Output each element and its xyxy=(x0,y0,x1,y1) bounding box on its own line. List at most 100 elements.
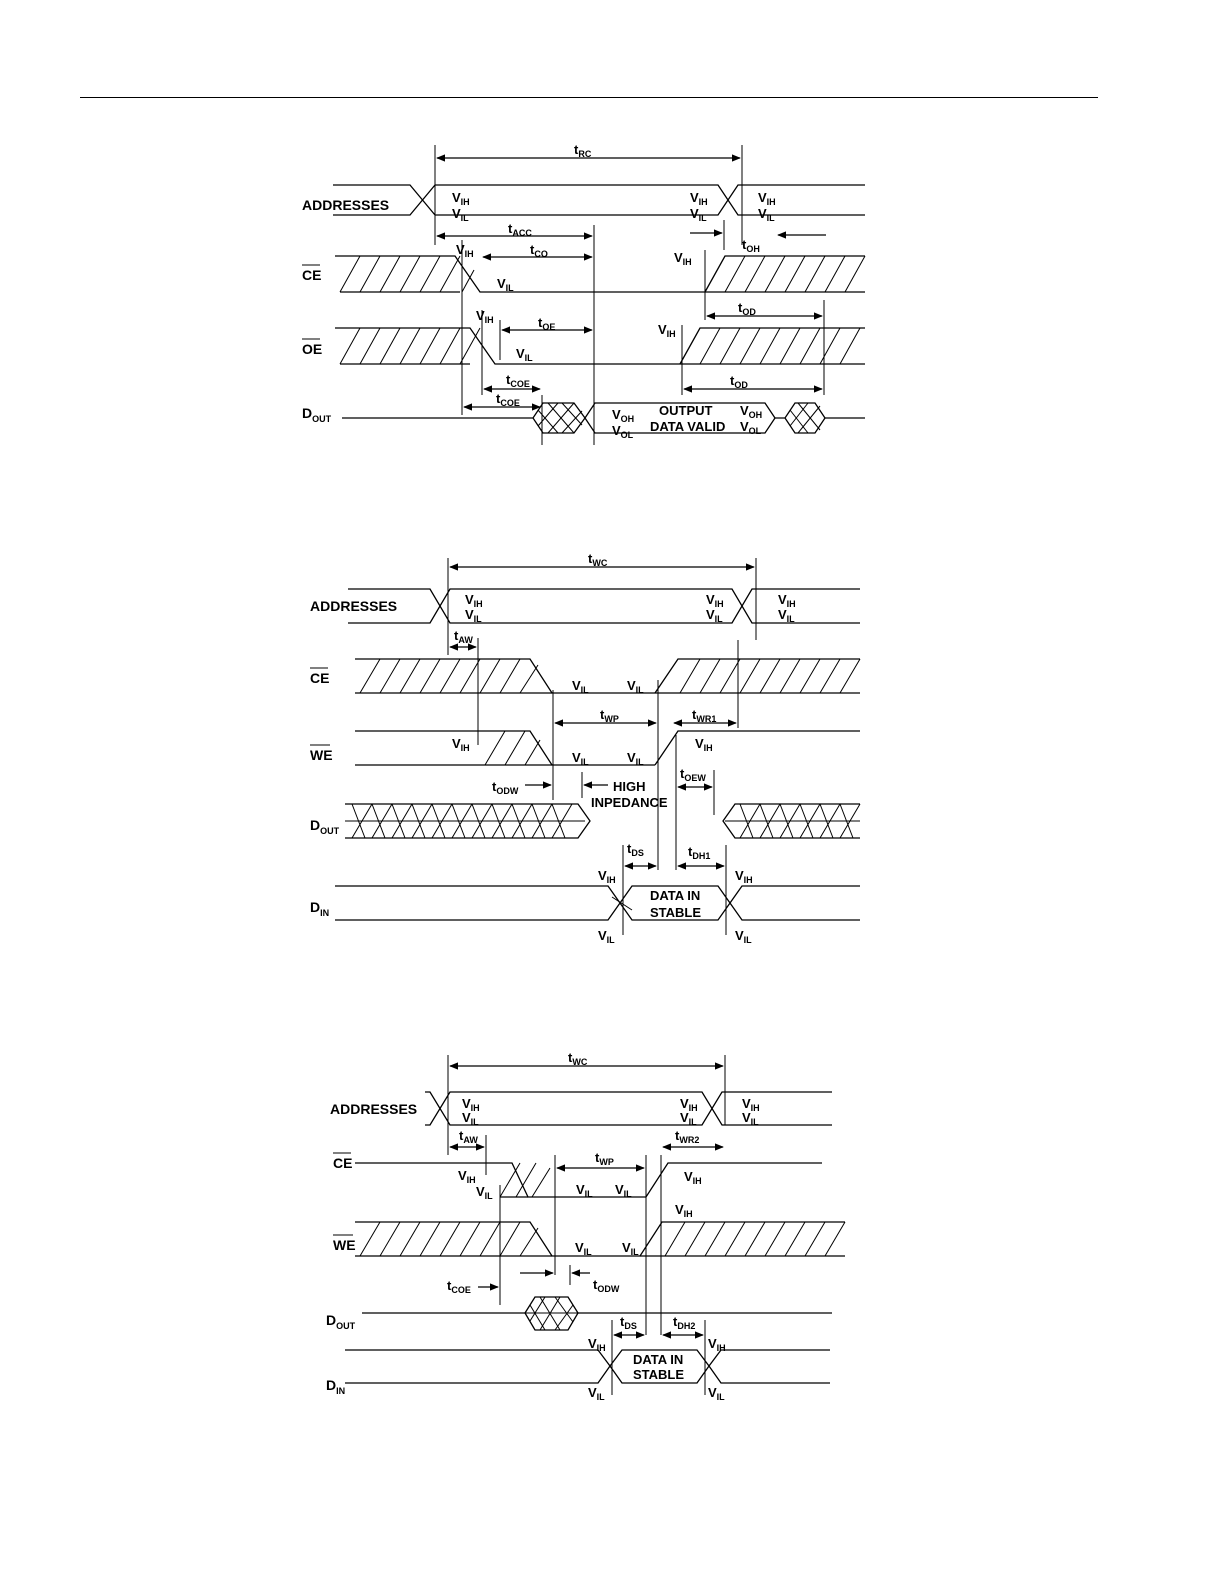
addr2-vih-2: VIH xyxy=(706,592,724,609)
we2-vil-2: VIL xyxy=(627,750,644,767)
oe-waveform-rise xyxy=(679,327,865,365)
din-label-3: DIN xyxy=(326,1377,345,1396)
ce3-vih-2: VIH xyxy=(684,1169,702,1186)
twp-label: tWP xyxy=(600,707,619,724)
addr-vih-2: VIH xyxy=(690,190,708,207)
we-label-3: WE xyxy=(333,1237,356,1253)
din3-vil-2: VIL xyxy=(708,1385,725,1402)
din2-left xyxy=(335,885,621,921)
dout-cross-2 xyxy=(789,402,821,434)
din2-vil: VIL xyxy=(598,928,615,945)
read-cycle-diagram: ADDRESSES CE OE DOUT tRC VIH VIL VIH VIL… xyxy=(302,142,866,445)
tds3-label: tDS xyxy=(620,1314,637,1331)
dout-label-3: DOUT xyxy=(326,1312,356,1331)
we2-hatch xyxy=(484,730,541,766)
oe-waveform xyxy=(335,327,680,365)
ce2-fall xyxy=(355,658,655,694)
dout-invalid-2 xyxy=(775,402,826,434)
ce-vih-2: VIH xyxy=(674,250,692,267)
ce-vil: VIL xyxy=(497,276,514,293)
we2-vil: VIL xyxy=(572,750,589,767)
ce3-hatch xyxy=(499,1162,551,1198)
dout-vol-2: VOL xyxy=(740,419,762,436)
todw3-label: tODW xyxy=(593,1277,620,1294)
header-rule xyxy=(80,97,1098,98)
oe-label: OE xyxy=(302,341,322,357)
we3-hatch-left xyxy=(359,1221,539,1257)
addr3-upper xyxy=(425,1091,832,1126)
ce-waveform-rise xyxy=(704,255,865,293)
twc3-label: tWC xyxy=(568,1050,588,1067)
din3-vih-2: VIH xyxy=(708,1336,726,1353)
addr-vil-3: VIL xyxy=(758,206,775,223)
output-text: OUTPUT xyxy=(659,403,713,418)
impedance-text: INPEDANCE xyxy=(591,795,668,810)
addr3-vih-2: VIH xyxy=(680,1096,698,1113)
din3-left xyxy=(345,1349,611,1384)
addresses-label-2: ADDRESSES xyxy=(310,598,397,614)
din2-text-2: STABLE xyxy=(650,905,701,920)
addr-vil-1: VIL xyxy=(452,206,469,223)
taw-label: tAW xyxy=(454,628,473,645)
din3-text-2: STABLE xyxy=(633,1367,684,1382)
dout-label-2: DOUT xyxy=(310,817,340,836)
tdh1-label: tDH1 xyxy=(688,844,710,861)
toew-label: tOEW xyxy=(680,766,706,783)
we3-vil: VIL xyxy=(575,1240,592,1257)
ce-waveform-low xyxy=(335,255,705,293)
tcoe3-label: tCOE xyxy=(447,1278,471,1295)
data-valid-text: DATA VALID xyxy=(650,419,725,434)
twr1-label: tWR1 xyxy=(692,707,716,724)
we3-vil-2: VIL xyxy=(622,1240,639,1257)
tod-label-oe: tOD xyxy=(730,373,748,390)
addresses-label: ADDRESSES xyxy=(302,197,389,213)
tco-label: tCO xyxy=(530,242,548,259)
tds-label: tDS xyxy=(627,841,644,858)
dout3-cross xyxy=(525,1296,578,1331)
dout-voh: VOH xyxy=(612,407,634,424)
we3-hatch-right xyxy=(664,1221,846,1257)
twr2-label: tWR2 xyxy=(675,1128,699,1145)
din2-vil-2: VIL xyxy=(735,928,752,945)
addr3-vih-3: VIH xyxy=(742,1096,760,1113)
we2-vih: VIH xyxy=(452,736,470,753)
ce-label-3: CE xyxy=(333,1155,352,1171)
dout2-cross-right xyxy=(725,803,861,839)
taw3-label: tAW xyxy=(459,1128,478,1145)
ce-label: CE xyxy=(302,267,321,283)
oe-hatch-left xyxy=(339,327,481,365)
addr2-upper xyxy=(348,588,860,624)
write-cycle-1-diagram: ADDRESSES CE WE DOUT DIN tWC VIH VIL VIH… xyxy=(310,551,861,945)
we2-rise xyxy=(654,730,860,766)
addresses-label-3: ADDRESSES xyxy=(330,1101,417,1117)
ce2-hatch-left xyxy=(359,658,539,694)
addr3-lower xyxy=(425,1091,832,1126)
addr-waveform-upper xyxy=(333,184,865,216)
din2-vih-2: VIH xyxy=(735,868,753,885)
addr2-vil-1: VIL xyxy=(465,607,482,624)
twp3-label: tWP xyxy=(595,1150,614,1167)
we3-vih: VIH xyxy=(675,1202,693,1219)
din3-vih: VIH xyxy=(588,1336,606,1353)
dout-invalid-1 xyxy=(342,402,586,434)
ce-vih: VIH xyxy=(456,242,474,259)
oe-vih-2: VIH xyxy=(658,322,676,339)
tcoe-label-2: tCOE xyxy=(496,391,520,408)
oe-vih: VIH xyxy=(476,308,494,325)
dout-vol: VOL xyxy=(612,423,634,440)
din2-right xyxy=(729,885,860,921)
addr2-lower xyxy=(348,588,860,624)
din2-text-1: DATA IN xyxy=(650,888,700,903)
dout2-invalid-left xyxy=(345,803,591,839)
addr-vil-2: VIL xyxy=(690,206,707,223)
ce3-vih: VIH xyxy=(458,1168,476,1185)
addr2-vil-3: VIL xyxy=(778,607,795,624)
addr3-vil-3: VIL xyxy=(742,1110,759,1127)
addr3-vil-1: VIL xyxy=(462,1110,479,1127)
addr3-vih-1: VIH xyxy=(462,1096,480,1113)
ce2-hatch-right xyxy=(679,658,861,694)
din3-text-1: DATA IN xyxy=(633,1352,683,1367)
dout2-cross-left xyxy=(345,803,585,839)
toh-label: tOH xyxy=(742,237,760,254)
tod-label-ce: tOD xyxy=(738,300,756,317)
